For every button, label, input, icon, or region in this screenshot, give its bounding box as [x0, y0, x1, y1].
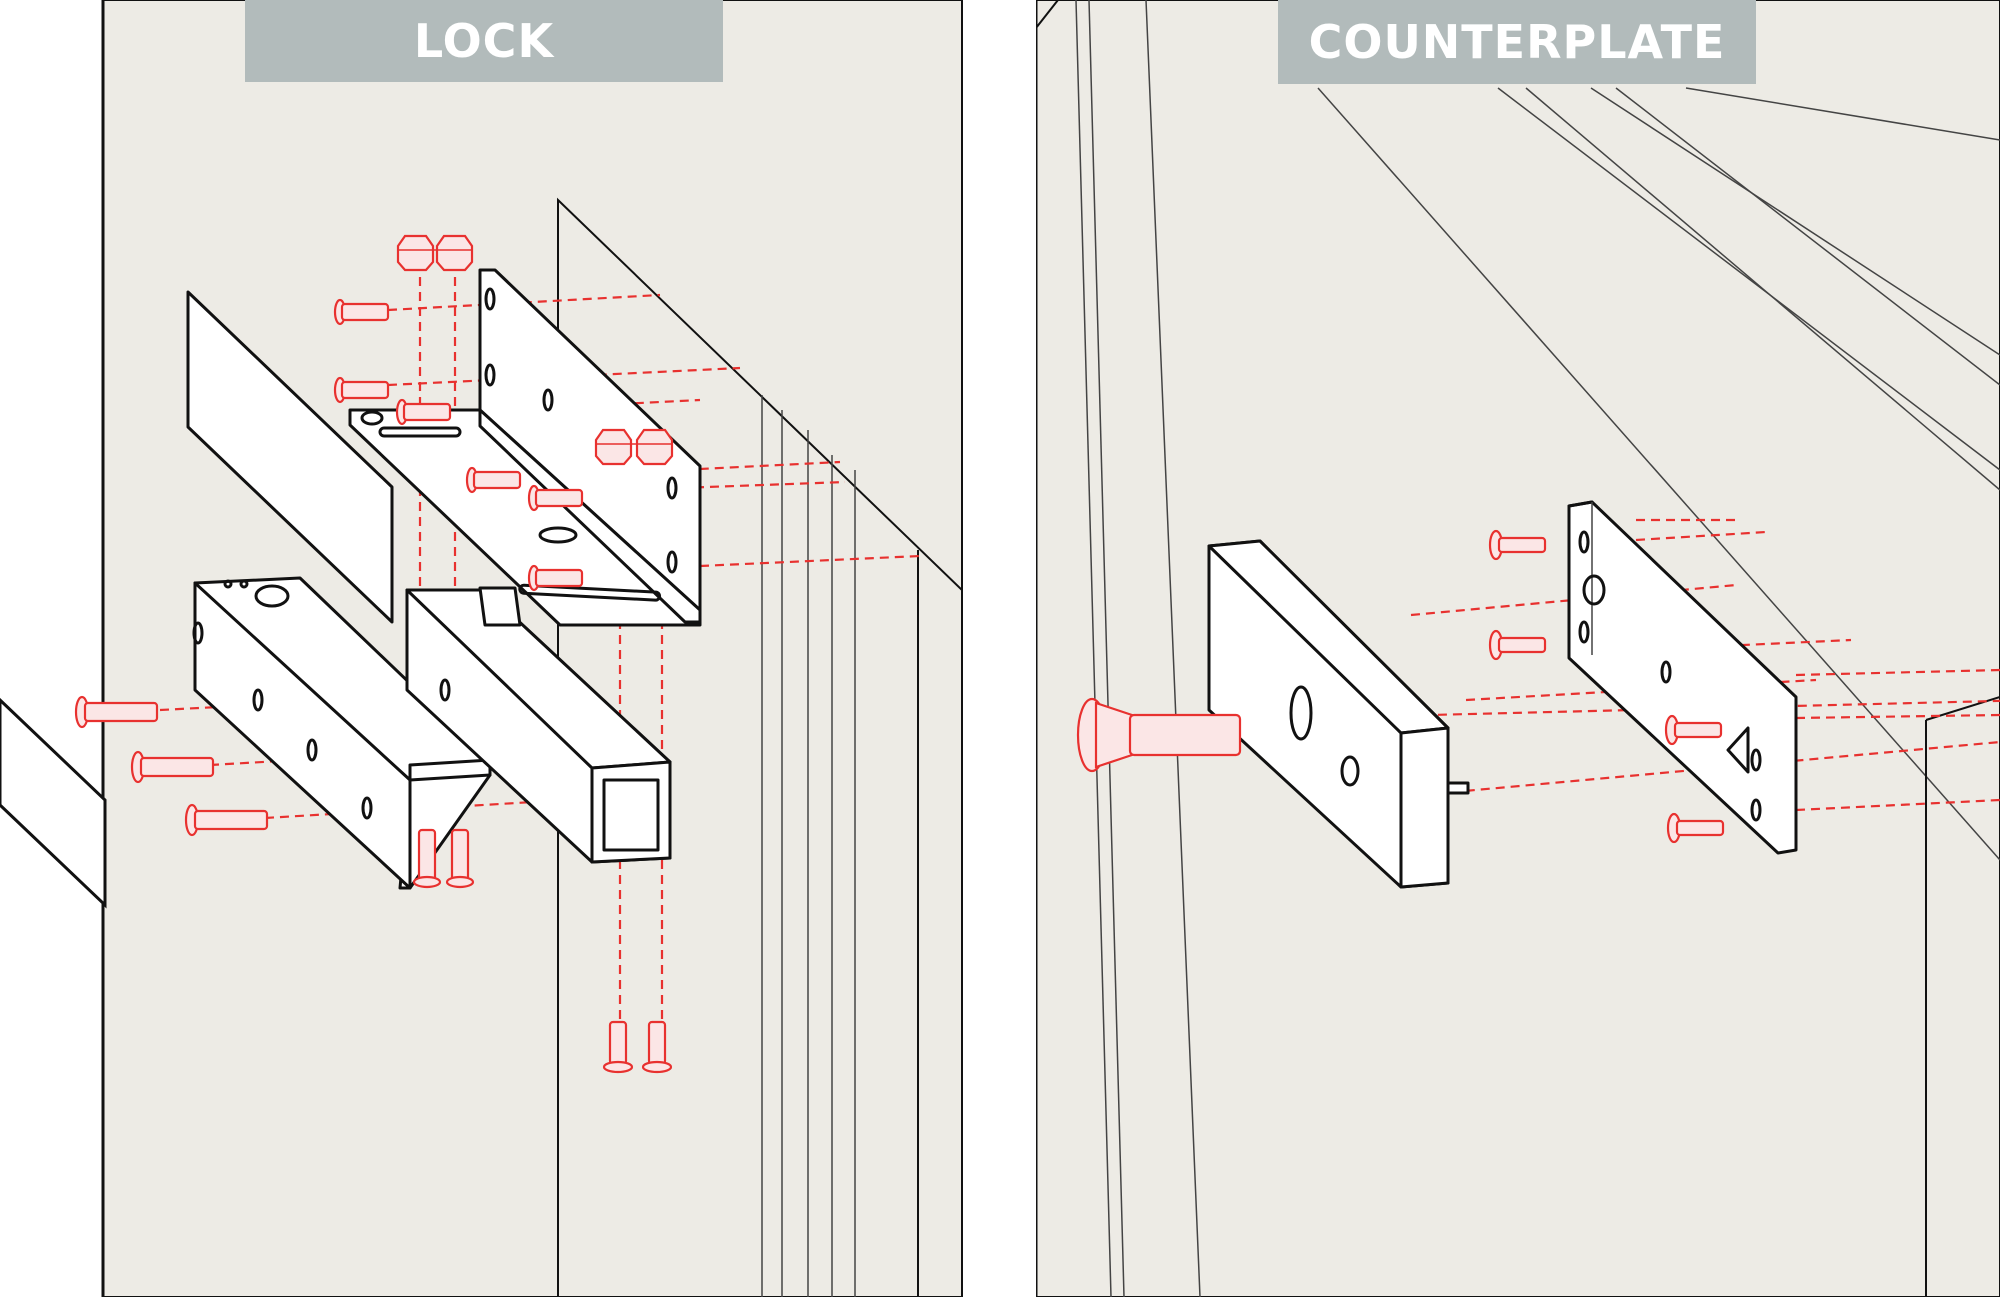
lock-body: [192, 576, 492, 890]
counterplate-screws: [1076, 529, 1725, 844]
counterplate-panel: COUNTERPLATE: [1036, 0, 2000, 1297]
lock-illustration: [0, 0, 966, 1297]
counterplate-title: COUNTERPLATE: [1278, 0, 1756, 84]
l-bracket: [348, 268, 702, 627]
counterplate-illustration: [1036, 0, 2000, 1297]
hex-nuts-middle: [594, 428, 674, 466]
vertical-screws: [412, 828, 673, 1074]
horizontal-screws: [74, 298, 584, 837]
counterplate-block: [1207, 539, 1470, 889]
armature-plate: [186, 290, 394, 624]
lock-title: LOCK: [245, 0, 723, 82]
backing-plate: [1567, 500, 1798, 855]
counterplate-main-bolt: [1076, 697, 1242, 773]
electromagnet: [405, 586, 672, 864]
hex-nuts-top: [396, 234, 474, 272]
lock-panel: LOCK: [0, 0, 966, 1297]
